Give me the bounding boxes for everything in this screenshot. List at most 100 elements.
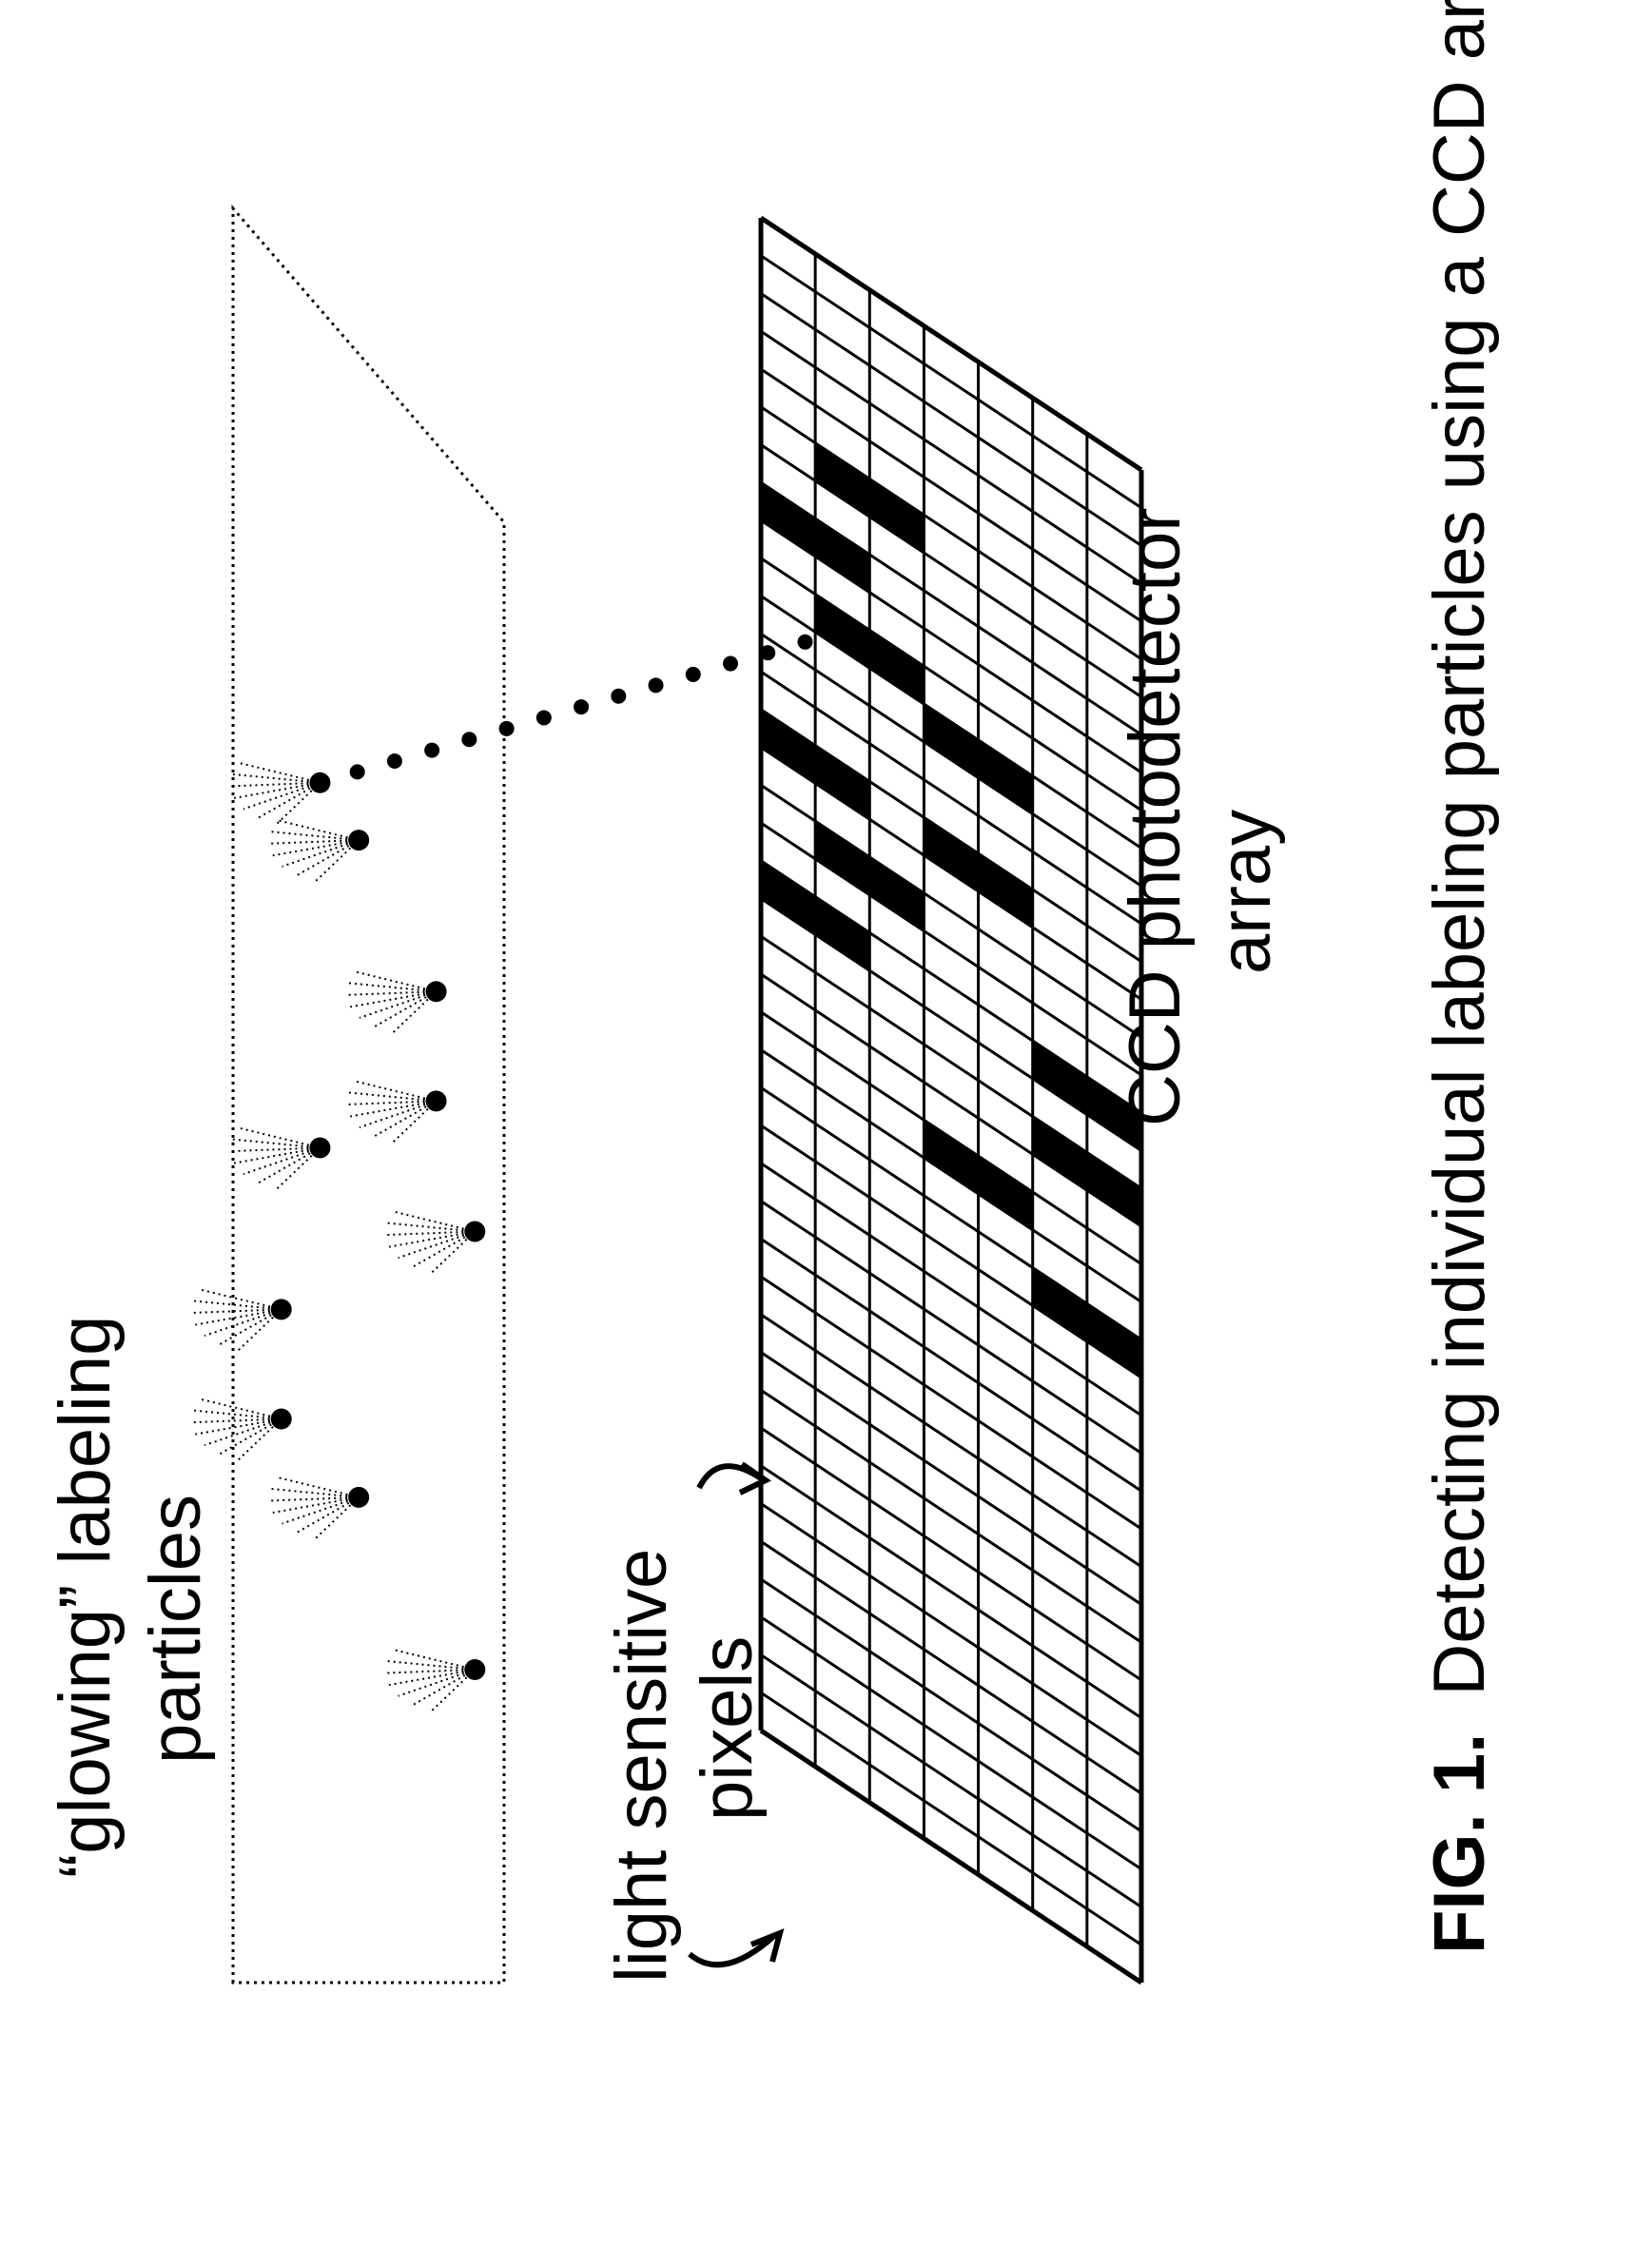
particle-rays xyxy=(191,1289,282,1353)
light-ray xyxy=(257,1148,320,1184)
light-ray xyxy=(374,1101,437,1137)
ccd-grid-col-line xyxy=(761,1466,1141,1718)
lit-pixel xyxy=(979,740,1033,814)
lit-pixel xyxy=(815,746,869,820)
lit-pixel xyxy=(924,1120,978,1194)
light-ray xyxy=(231,1139,321,1147)
projection-dot xyxy=(499,721,515,736)
ccd-grid-col-line xyxy=(761,1579,1141,1831)
light-ray xyxy=(230,783,321,787)
light-ray xyxy=(219,1309,282,1345)
particle-rays xyxy=(385,1211,476,1275)
lit-pixel xyxy=(815,897,869,971)
ccd-grid-col-line xyxy=(761,1730,1141,1983)
light-ray xyxy=(192,1300,282,1309)
glowing-particle xyxy=(464,1222,485,1242)
glowing-particle xyxy=(309,772,330,793)
light-ray xyxy=(386,1222,476,1231)
ccd-grid-col-line xyxy=(761,294,1141,546)
glowing-particle xyxy=(464,1659,485,1680)
light-ray xyxy=(270,1489,360,1497)
light-ray xyxy=(257,783,320,819)
glowing-particle xyxy=(348,1487,369,1508)
light-ray xyxy=(276,820,359,840)
particle-rays xyxy=(191,1398,282,1462)
ccd-grid-col-line xyxy=(761,596,1141,849)
ccd-grid-col-line xyxy=(761,1012,1141,1264)
light-ray xyxy=(374,991,437,1027)
figure-caption: FIG. 1. Detecting individual labeling pa… xyxy=(1419,0,1500,1954)
pixels-label-line1: light sensitive xyxy=(601,1549,682,1983)
ccd-grid-col-line xyxy=(761,1239,1141,1491)
projection-dot xyxy=(387,753,402,769)
lit-pixel xyxy=(869,630,924,704)
projection-dot xyxy=(686,667,701,682)
light-ray xyxy=(243,783,321,810)
ccd-label-line2: array xyxy=(1205,810,1286,974)
light-ray xyxy=(270,831,360,840)
glowing-particles xyxy=(191,762,485,1712)
projection-dotted-line xyxy=(350,635,813,780)
light-ray xyxy=(199,1289,282,1309)
caption-text: Detecting individual labeling particles … xyxy=(1419,0,1500,1696)
particle-rays xyxy=(346,971,437,1035)
light-ray xyxy=(282,840,360,867)
particle-rays xyxy=(230,1127,321,1191)
lit-pixel xyxy=(924,817,978,891)
lit-pixel xyxy=(979,1156,1033,1230)
ccd-grid-col-line xyxy=(761,1428,1141,1680)
ccd-grid-col-line xyxy=(761,1655,1141,1907)
ccd-grid-col-line xyxy=(761,672,1141,924)
light-ray xyxy=(219,1419,282,1456)
light-ray xyxy=(268,840,359,844)
light-ray xyxy=(360,1101,437,1127)
projection-dot xyxy=(760,645,775,660)
lit-pixel xyxy=(869,857,924,931)
particle-rays xyxy=(346,1081,437,1144)
light-ray xyxy=(191,1309,282,1313)
projection-dot xyxy=(424,743,439,758)
ccd-grid-col-line xyxy=(761,369,1141,621)
particles-label-line1: “glowing” labeling xyxy=(45,1316,126,1878)
lit-pixel xyxy=(761,482,815,557)
light-ray xyxy=(346,1101,437,1105)
light-ray xyxy=(192,1410,282,1418)
light-ray xyxy=(385,1670,476,1673)
pixels-label-line2: pixels xyxy=(687,1636,768,1821)
ccd-grid-col-line xyxy=(761,1087,1141,1339)
light-ray xyxy=(412,1670,475,1706)
ccd-grid-col-line xyxy=(761,1390,1141,1642)
lit-pixel xyxy=(815,518,869,593)
ccd-grid-col-line xyxy=(761,1353,1141,1605)
light-ray xyxy=(399,1232,476,1259)
glowing-particle xyxy=(271,1409,292,1430)
lit-pixel xyxy=(1033,1268,1087,1342)
light-ray xyxy=(276,1477,359,1497)
light-ray xyxy=(199,1398,282,1418)
light-ray xyxy=(354,971,437,991)
projection-dot xyxy=(649,677,664,693)
ccd-label-line1: CCD photodetector xyxy=(1115,507,1196,1126)
light-ray xyxy=(360,991,437,1018)
particle-rays xyxy=(268,1477,359,1541)
projection-dot xyxy=(797,635,812,650)
lit-pixel xyxy=(761,861,815,935)
light-ray xyxy=(268,1497,359,1501)
lit-pixel xyxy=(815,595,869,669)
particles-label-line2: particles xyxy=(135,1495,216,1764)
projection-dot xyxy=(611,689,626,704)
lit-pixel xyxy=(1087,1152,1141,1226)
projection-dot xyxy=(350,764,365,779)
ccd-grid-col-line xyxy=(761,218,1141,470)
ccd-grid-col-line xyxy=(761,1692,1141,1945)
particle-rays xyxy=(385,1650,476,1713)
light-ray xyxy=(231,774,321,783)
lit-pixel xyxy=(815,821,869,895)
projection-dot xyxy=(574,699,589,714)
lit-pixel xyxy=(1033,1117,1087,1191)
light-ray xyxy=(230,1148,321,1152)
light-ray xyxy=(386,1661,476,1670)
light-ray xyxy=(296,1497,359,1534)
light-ray xyxy=(243,1148,321,1175)
light-ray xyxy=(296,840,359,876)
